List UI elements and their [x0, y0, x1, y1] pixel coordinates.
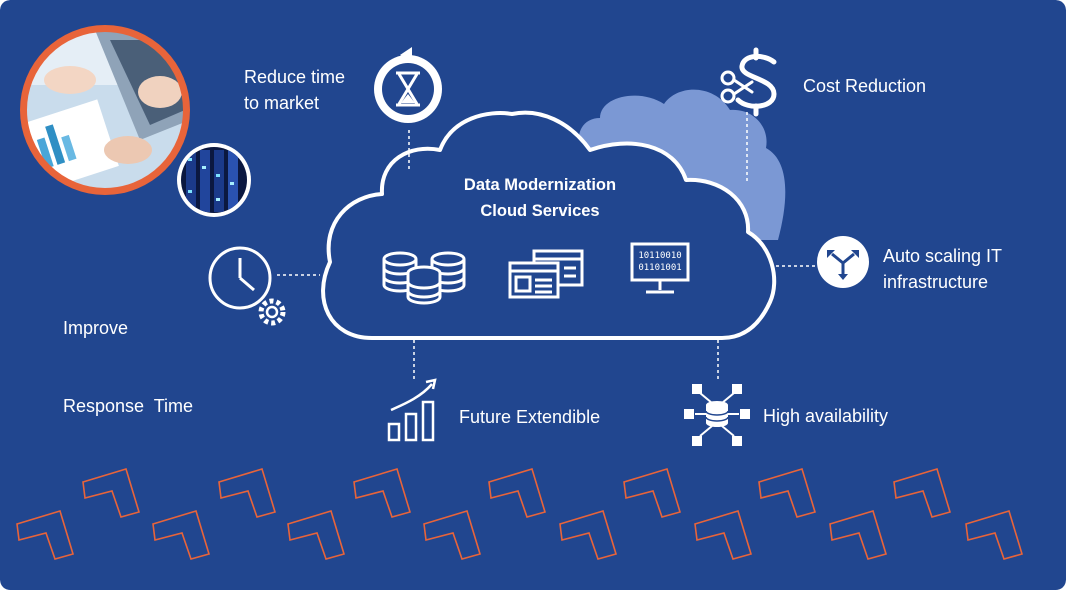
reduce-time-line1: Reduce time [244, 67, 346, 87]
auto-scaling-line1: Auto scaling IT [883, 246, 1003, 266]
server-room-photo [177, 143, 251, 217]
future-extendible-label: Future Extendible [459, 407, 601, 427]
cloud-title: Data Modernization Cloud Services [420, 172, 660, 224]
dollar-cut-icon [720, 47, 777, 117]
improve-response-line1: Improve [63, 318, 129, 338]
application-windows-icon [508, 249, 584, 299]
auto-scaling-label: Auto scaling IT infrastructure [883, 243, 1002, 295]
database-icon [382, 251, 466, 305]
binary-monitor-icon: 10110010 01101001 [630, 242, 690, 294]
svg-text:01101001: 01101001 [638, 263, 681, 273]
cost-reduction-label: Cost Reduction [803, 76, 927, 96]
connector-lines [277, 112, 816, 380]
improve-response-label: Improve Response Time [63, 263, 193, 471]
improve-response-line2: Response Time [63, 396, 194, 416]
hourglass-clock-icon [374, 47, 442, 123]
network-database-icon [684, 384, 750, 446]
chevron-pattern [16, 468, 1024, 560]
growth-chart-icon [387, 378, 437, 442]
svg-text:10110010: 10110010 [638, 251, 681, 261]
auto-scaling-line2: infrastructure [883, 272, 989, 292]
scaling-arrows-icon [817, 236, 869, 288]
cloud-title-line1: Data Modernization [463, 176, 617, 194]
clock-gear-icon [208, 246, 287, 327]
business-analytics-photo [20, 25, 190, 195]
cloud-title-line2: Cloud Services [480, 202, 600, 220]
reduce-time-line2: to market [244, 93, 320, 113]
high-availability-label: High availability [763, 406, 889, 426]
reduce-time-label: Reduce time to market [244, 64, 345, 116]
